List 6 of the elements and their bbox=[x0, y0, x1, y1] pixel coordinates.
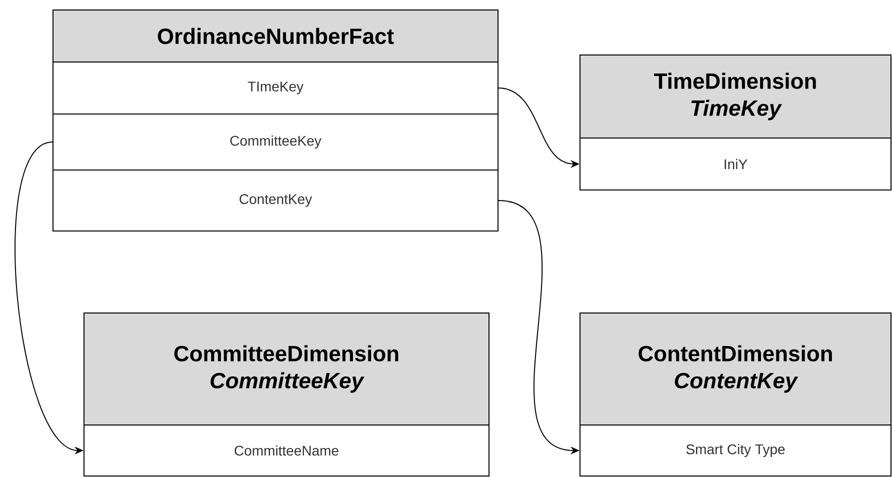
table-row: IniY bbox=[580, 138, 892, 190]
table-row: CommitteeKey bbox=[52, 114, 498, 170]
table-row: Smart City Type bbox=[580, 424, 892, 476]
table-row: CommitteeName bbox=[84, 424, 490, 476]
table-row: ContentKey bbox=[52, 170, 498, 232]
table-row: TImeKey bbox=[52, 62, 498, 114]
